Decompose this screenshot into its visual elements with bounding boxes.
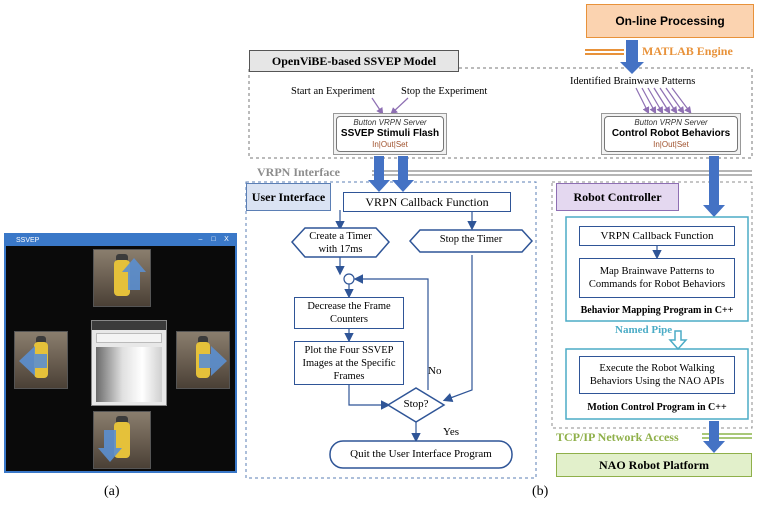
start-experiment-label: Start an Experiment — [291, 86, 375, 97]
camera-toolbar — [96, 333, 162, 343]
server-ports-label: In|Out|Set — [653, 140, 689, 149]
plot-images-label: Plot the Four SSVEP Images at the Specif… — [302, 344, 396, 382]
vrpn-interface-label: VRPN Interface — [254, 165, 343, 180]
camera-preview-titlebar — [92, 321, 166, 330]
identified-patterns-label: Identified Brainwave Patterns — [570, 76, 696, 87]
camera-image — [96, 347, 162, 402]
quit-terminator-shape — [329, 440, 513, 469]
stop-timer-shape — [408, 229, 534, 253]
decrease-frame-box: Decrease the Frame Counters — [294, 297, 404, 329]
panel-a-caption: (a) — [104, 484, 120, 499]
block-arrows — [368, 40, 725, 453]
behavior-mapping-label: Behavior Mapping Program in C++ — [580, 305, 734, 316]
nao-platform-box: NAO Robot Platform — [556, 453, 752, 477]
robot-controller-header: Robot Controller — [556, 183, 679, 211]
motion-control-label: Motion Control Program in C++ — [587, 402, 727, 413]
openvibe-title: OpenViBE-based SSVEP Model — [271, 53, 437, 68]
user-interface-frame — [245, 181, 537, 479]
server-ports-label: In|Out|Set — [372, 140, 408, 149]
behavior-mapping-frame — [565, 216, 749, 322]
close-button[interactable]: X — [224, 236, 229, 243]
down-arrow-icon — [368, 156, 390, 192]
down-arrow-icon — [98, 430, 122, 462]
robot-image-top — [93, 249, 151, 307]
control-robot-behaviors-box: Button VRPN Server Control Robot Behavio… — [601, 113, 741, 155]
ssvep-window-titlebar: SSVEP — [6, 235, 235, 246]
plot-images-box: Plot the Four SSVEP Images at the Specif… — [294, 341, 404, 385]
rc-callback-label: VRPN Callback Function — [600, 229, 714, 242]
map-patterns-label: Map Brainwave Patterns to Commands for R… — [588, 266, 726, 290]
robot-image-left — [14, 331, 68, 389]
maximize-button[interactable]: □ — [211, 236, 216, 243]
robot-image-right — [176, 331, 230, 389]
ui-callback-box: VRPN Callback Function — [343, 192, 511, 212]
named-pipe-label: Named Pipe — [615, 324, 673, 336]
vrpn-server-caption: Button VRPN Server — [634, 118, 708, 127]
ssvep-window-title: SSVEP — [16, 237, 40, 244]
online-processing-box: On-line Processing — [586, 4, 754, 38]
quit-program-label: Quit the User Interface Program — [350, 448, 492, 460]
stop-experiment-label: Stop the Experiment — [401, 86, 488, 97]
down-arrow-icon — [392, 156, 414, 192]
map-patterns-box: Map Brainwave Patterns to Commands for R… — [579, 258, 735, 298]
panel-b-caption: (b) — [532, 484, 549, 499]
tcpip-label: TCP/IP Network Access — [556, 430, 679, 444]
create-timer-label: Create a Timer with 17ms — [309, 231, 372, 255]
execute-walking-label: Execute the Robot Walking Behaviors Usin… — [589, 363, 725, 387]
openvibe-title-box: OpenViBE-based SSVEP Model — [249, 50, 459, 72]
left-arrow-icon — [19, 346, 47, 376]
user-interface-header: User Interface — [246, 183, 331, 211]
no-label: No — [428, 365, 442, 377]
down-arrow-icon — [703, 421, 725, 453]
minimize-button[interactable]: – — [198, 236, 203, 243]
nao-platform-label: NAO Robot Platform — [599, 457, 709, 472]
down-arrow-icon — [703, 156, 725, 217]
execute-walking-box: Execute the Robot Walking Behaviors Usin… — [579, 356, 735, 394]
ssvep-window: SSVEP – □ X — [4, 233, 237, 473]
down-arrow-icon — [620, 40, 644, 74]
down-arrow-icon — [668, 330, 688, 351]
rc-callback-box: VRPN Callback Function — [579, 226, 735, 246]
ssvep-stimuli-flash-box: Button VRPN Server SSVEP Stimuli Flash I… — [333, 113, 447, 155]
motion-control-frame — [565, 348, 749, 420]
stop-question-label: Stop? — [403, 398, 429, 410]
robot-controller-frame — [551, 181, 753, 429]
decrease-frame-label: Decrease the Frame Counters — [307, 301, 391, 325]
ui-callback-label: VRPN Callback Function — [365, 194, 489, 209]
user-interface-label: User Interface — [251, 189, 326, 204]
camera-preview-window — [91, 320, 167, 406]
vrpn-server-caption: Button VRPN Server — [353, 118, 427, 127]
right-arrow-icon — [199, 346, 227, 376]
openvibe-frame — [248, 67, 753, 159]
ssvep-stimuli-flash-label: SSVEP Stimuli Flash — [340, 128, 440, 139]
robot-image-bottom — [93, 411, 151, 469]
online-processing-label: On-line Processing — [615, 14, 725, 28]
up-arrow-icon — [122, 258, 146, 290]
stop-timer-label: Stop the Timer — [439, 234, 503, 245]
stop-decision-shape — [386, 387, 446, 423]
create-timer-shape — [290, 227, 391, 258]
connector-circle — [343, 273, 355, 285]
control-robot-behaviors-label: Control Robot Behaviors — [611, 128, 731, 139]
yes-label: Yes — [443, 426, 460, 438]
matlab-engine-label: MATLAB Engine — [640, 44, 735, 59]
robot-controller-label: Robot Controller — [573, 189, 662, 204]
